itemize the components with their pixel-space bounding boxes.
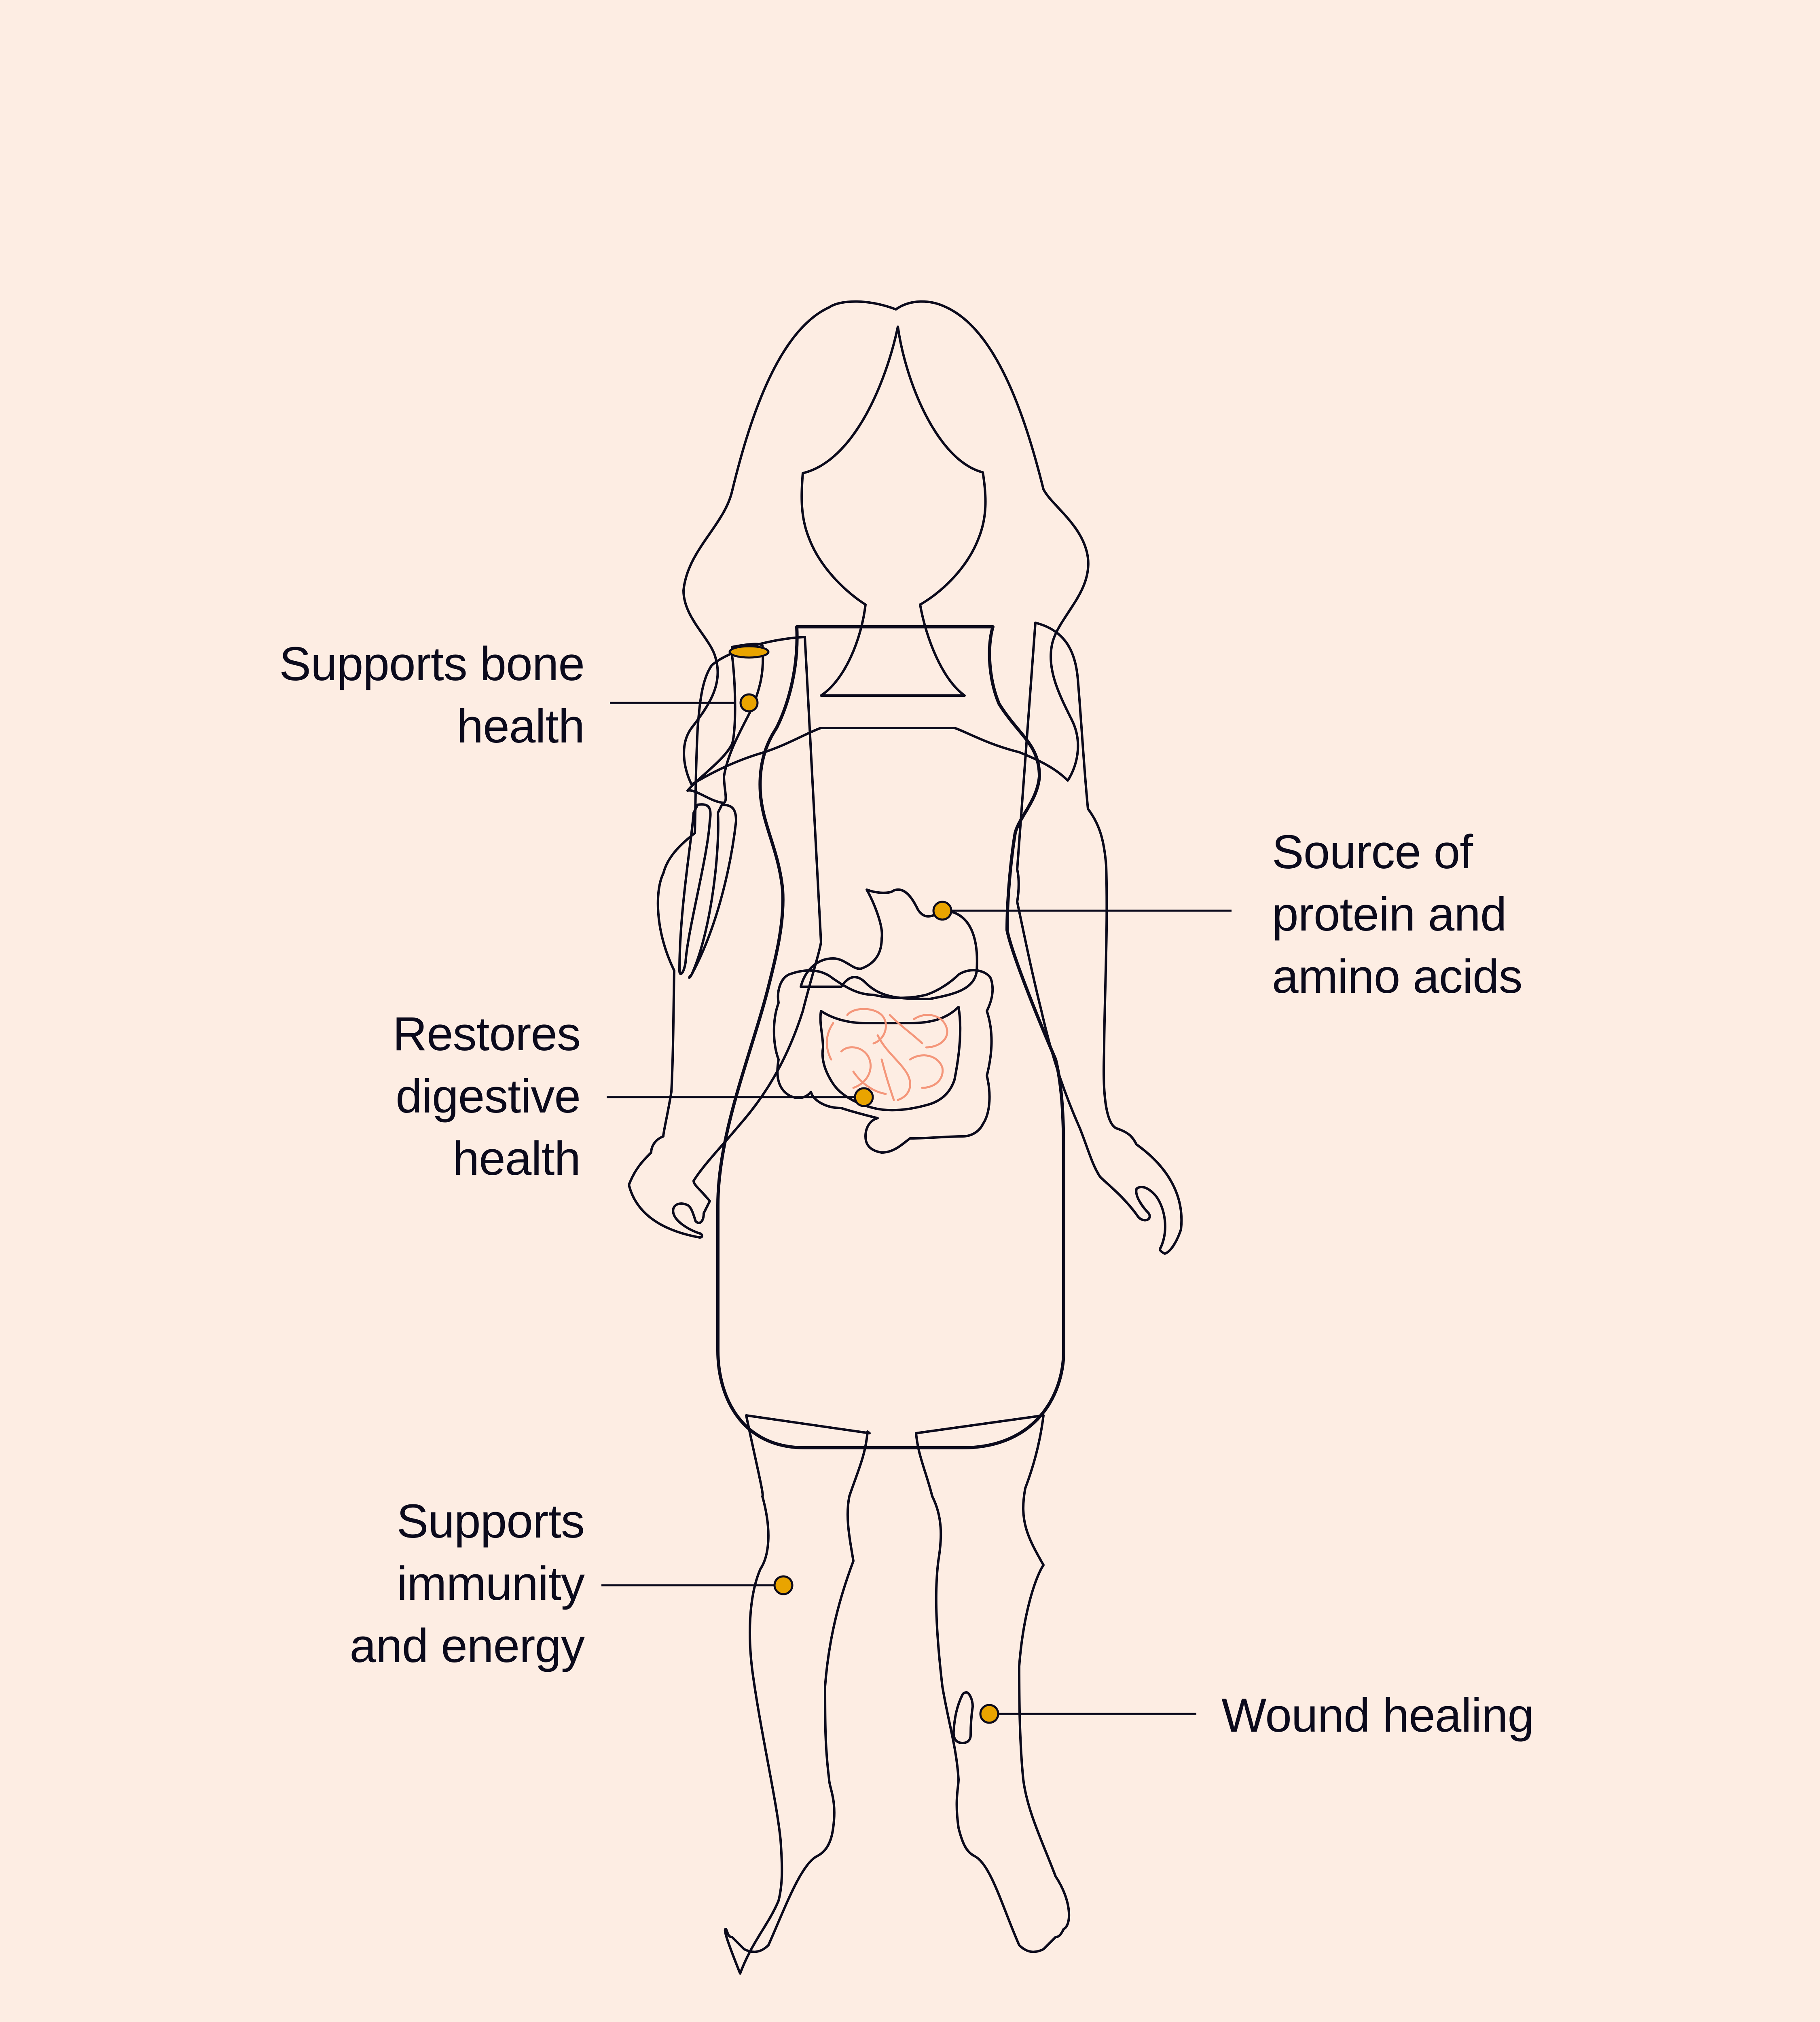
right-leg (724, 1414, 871, 1975)
leader-lines (601, 702, 1232, 1715)
left-arm (1016, 622, 1183, 1255)
label-digestive-health: Restores digestive health (392, 1007, 581, 1185)
wound-marker (979, 1704, 999, 1724)
label-protein-amino-acids: Source of protein and amino acids (1272, 825, 1523, 1003)
dress (716, 625, 1065, 1449)
face (800, 326, 987, 697)
bone-marker-dot (739, 693, 759, 713)
markers (739, 693, 999, 1724)
protein-marker (932, 901, 952, 921)
left-leg (915, 1414, 1071, 1953)
bone-marker (728, 645, 770, 659)
immunity-marker (773, 1575, 794, 1595)
legs (724, 1414, 1071, 1975)
hair (682, 300, 1090, 786)
intestine-coils (825, 1008, 948, 1101)
digestive-marker (854, 1087, 874, 1107)
label-bone-health: Supports bone health (279, 637, 585, 753)
wound-patch (952, 1691, 974, 1744)
right-arm (628, 636, 822, 1239)
large-intestine (772, 969, 994, 1154)
label-immunity-energy: Supports immunity and energy (349, 1495, 585, 1673)
small-intestine (819, 1006, 962, 1112)
label-wound-healing: Wound healing (1221, 1689, 1534, 1742)
